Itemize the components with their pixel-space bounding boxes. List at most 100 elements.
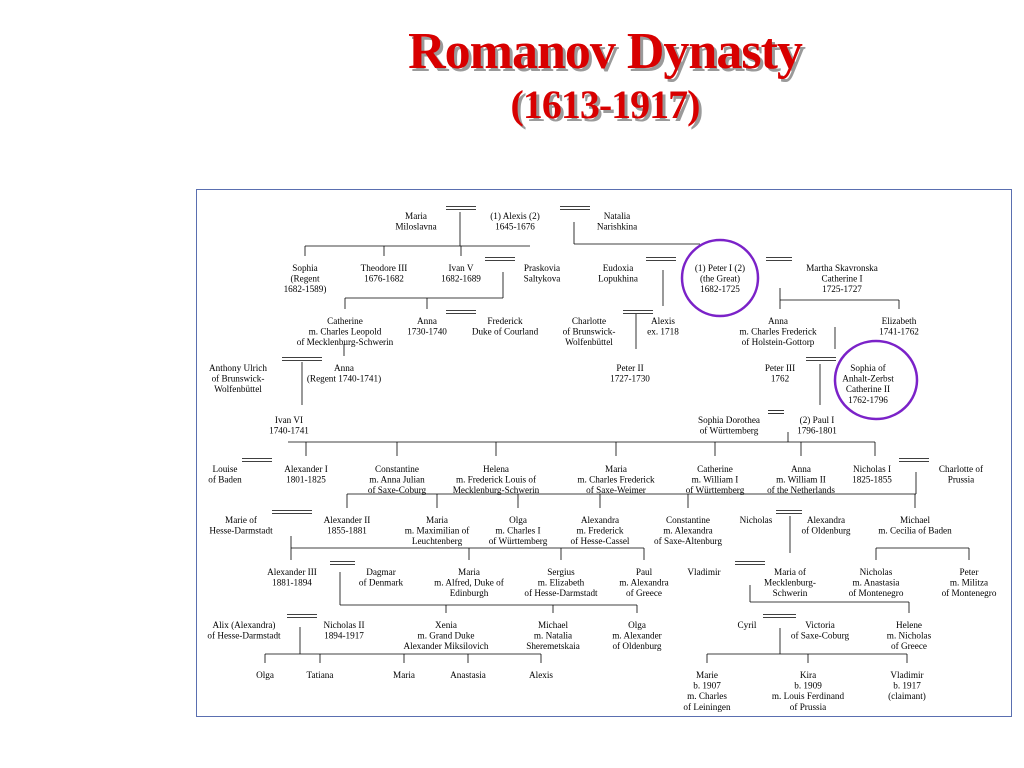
person-label-line: Charlotte of: [939, 464, 984, 474]
person-label-line: m. Alexandra: [619, 578, 669, 588]
person-text: Edinburgh: [450, 588, 489, 598]
person-label-line: m. Grand Duke: [418, 631, 475, 641]
person-label-line: 1645-1676: [495, 222, 535, 232]
person-text: of the Netherlands: [767, 485, 835, 495]
person-text: Maria of: [774, 567, 807, 577]
person-label-line: Ivan V: [448, 263, 473, 273]
ruler-name: Peter I: [708, 263, 732, 273]
person-text: Anhalt-Zerbst: [842, 374, 894, 384]
ruler-name: Catherine I: [821, 274, 862, 284]
person-label-line: of Montenegro: [942, 588, 997, 598]
person-label-line: of Leiningen: [683, 702, 731, 712]
person-label-line: Maria: [426, 515, 448, 525]
person-label-line: Maria: [405, 211, 427, 221]
person-text: 1682-1689: [441, 274, 481, 284]
person-text: Alexandra: [581, 515, 619, 525]
person-text: 1725-1727: [822, 284, 862, 294]
person-label-line: m. Maximilian of: [405, 526, 470, 536]
person-label-line: of Hesse-Darmstadt: [207, 631, 281, 641]
person-label-line: of Denmark: [359, 578, 404, 588]
person-text: of Montenegro: [849, 588, 904, 598]
person-text: Hesse-Darmstadt: [209, 526, 273, 536]
person-text: 1762: [771, 374, 790, 384]
person-label-line: b. 1907: [693, 681, 721, 691]
person-text: Nicholas: [740, 515, 773, 525]
person-text: m. Frederick Louis of: [456, 475, 537, 485]
person-text: m. Alfred, Duke of: [434, 578, 505, 588]
person-text: m. Frederick: [577, 526, 624, 536]
person-text: 1741-1762: [879, 327, 919, 337]
person-label-line: Catherine II: [846, 384, 890, 394]
person-label-line: Maria of: [774, 567, 807, 577]
person-text: Louise: [212, 464, 237, 474]
person-label-line: Eudoxia: [603, 263, 634, 273]
person-label-line: Alix (Alexandra): [212, 620, 275, 630]
person-text: Maria: [405, 211, 427, 221]
person-label-line: m. Anastasia: [853, 578, 900, 588]
ruler-name: Elizabeth: [882, 316, 917, 326]
person-text: 1894-1917: [324, 631, 364, 641]
person-text: Constantine: [375, 464, 419, 474]
person-label-line: Louise: [212, 464, 237, 474]
person-label-line: 1676-1682: [364, 274, 404, 284]
person-label-line: 1682-1589): [284, 284, 327, 294]
person-text: Anna: [768, 316, 788, 326]
person-label-line: of Württemberg: [489, 536, 548, 546]
person-label-line: m. Charles: [687, 691, 727, 701]
person-label-line: Frederick: [487, 316, 523, 326]
person-label-line: m. Frederick: [577, 526, 624, 536]
person-label-line: of Saxe-Weimer: [586, 485, 646, 495]
person-nicholas-n: Nicholas: [740, 515, 773, 525]
person-label-line: Peter II: [616, 363, 643, 373]
person-text: Michael: [538, 620, 569, 630]
person-label-line: m. William II: [776, 475, 826, 485]
person-label-line: 1801-1825: [286, 475, 326, 485]
tree-connectors: [242, 206, 970, 663]
person-label-line: Maria: [393, 670, 415, 680]
person-text: Prussia: [948, 475, 975, 485]
person-text: Xenia: [435, 620, 457, 630]
person-label-line: Olga: [628, 620, 646, 630]
person-text: Alexis: [651, 316, 675, 326]
person-text: m. Alexandra: [663, 526, 713, 536]
person-text: Schwerin: [773, 588, 808, 598]
person-text: of Württemberg: [700, 426, 759, 436]
person-anna-leo: Anna(Regent 1740-1741): [307, 363, 381, 384]
person-text: b. 1907: [693, 681, 721, 691]
person-label-line: Sophia of: [850, 363, 886, 373]
person-text: Mecklenburg-: [764, 578, 816, 588]
person-text: Alexis: [529, 670, 553, 680]
person-label-line: Constantine: [666, 515, 710, 525]
person-text: Duke of Courland: [472, 327, 539, 337]
person-label-line: m. Cecilia of Baden: [878, 526, 952, 536]
person-text: 1682-1589): [284, 284, 327, 294]
ruler-name: Nicholas I: [853, 464, 891, 474]
person-text: Alix (Alexandra): [212, 620, 275, 630]
person-text: Frederick: [487, 316, 523, 326]
person-text: of Württemberg: [686, 485, 745, 495]
person-text: Narishkina: [597, 222, 637, 232]
person-label-line: Peter III: [765, 363, 795, 373]
person-text: Vladimir: [890, 670, 923, 680]
person-text: of Saxe-Altenburg: [654, 536, 722, 546]
person-label-line: Vladimir: [890, 670, 923, 680]
person-label-line: Alexis: [529, 670, 553, 680]
person-label-line: Olga: [509, 515, 527, 525]
person-label-line: Marie: [696, 670, 718, 680]
